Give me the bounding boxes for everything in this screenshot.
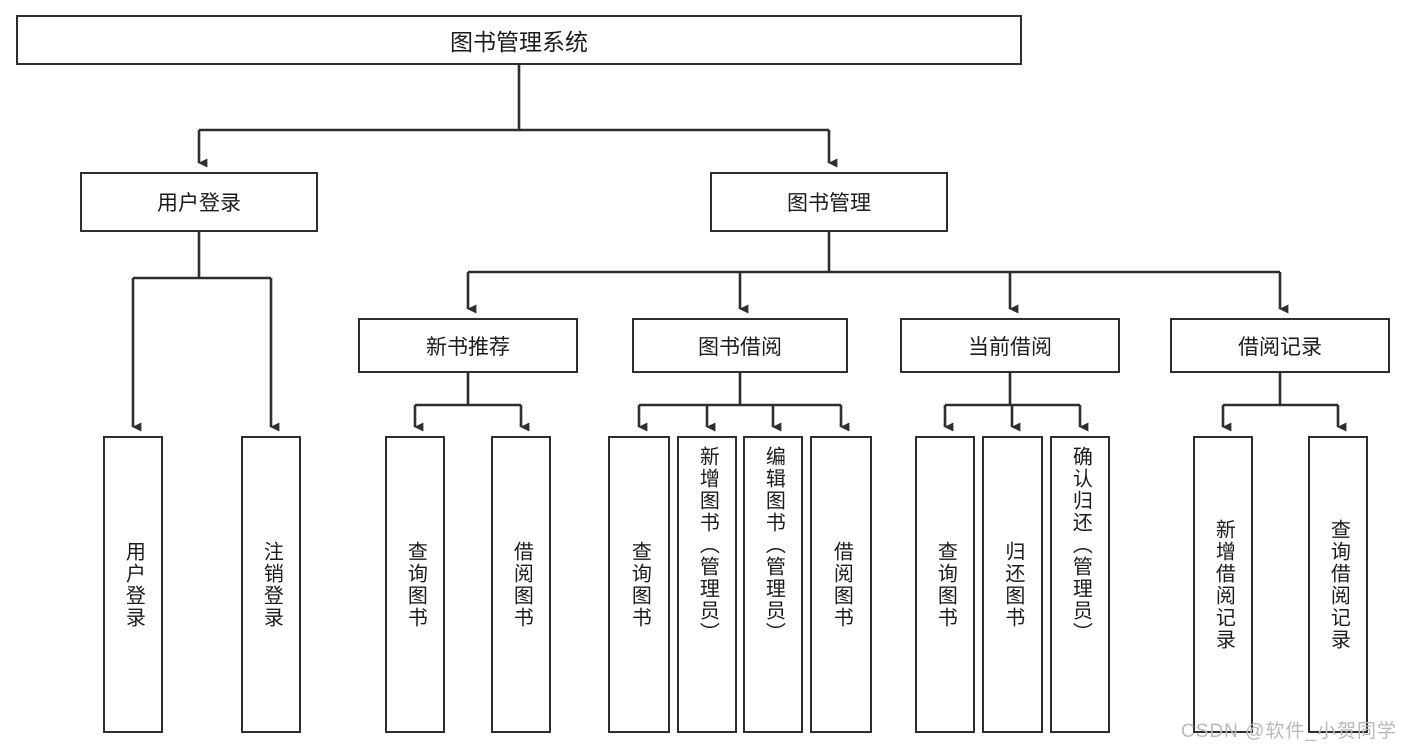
leaf-current-borrow-confirm-return[interactable]: 确认归还（管理员）: [1050, 436, 1110, 733]
node-label: 查询图书: [934, 540, 957, 629]
node-label: 归还图书: [1001, 540, 1024, 629]
node-label: 当前借阅: [968, 335, 1052, 359]
node-label: 图书管理系统: [450, 29, 588, 55]
node-root-system[interactable]: 图书管理系统: [16, 15, 1022, 65]
node-label: 确认归还（管理员）: [1069, 446, 1092, 644]
node-label: 查询图书: [628, 540, 651, 629]
node-label: 查询借阅记录: [1327, 518, 1350, 651]
node-label: 借阅图书: [830, 540, 853, 629]
leaf-borrow-record-add[interactable]: 新增借阅记录: [1193, 436, 1253, 733]
node-label: 注销登录: [260, 540, 283, 629]
node-label: 图书借阅: [698, 335, 782, 359]
node-label: 借阅图书: [510, 540, 533, 629]
node-new-book-recommend[interactable]: 新书推荐: [358, 318, 578, 373]
node-label: 图书管理: [787, 192, 871, 215]
leaf-new-book-query[interactable]: 查询图书: [385, 436, 445, 733]
node-label: 编辑图书（管理员）: [762, 446, 785, 644]
leaf-book-borrow-add[interactable]: 新增图书（管理员）: [677, 436, 737, 733]
node-borrow-record[interactable]: 借阅记录: [1170, 318, 1390, 373]
node-book-borrow[interactable]: 图书借阅: [632, 318, 848, 373]
node-label: 借阅记录: [1238, 335, 1322, 359]
node-label: 查询图书: [404, 540, 427, 629]
leaf-current-borrow-query[interactable]: 查询图书: [915, 436, 975, 733]
leaf-current-borrow-return[interactable]: 归还图书: [982, 436, 1043, 733]
leaf-book-borrow-query[interactable]: 查询图书: [608, 436, 670, 733]
watermark: CSDN @软件_小贺同学: [1181, 721, 1397, 742]
node-user-login[interactable]: 用户登录: [80, 172, 318, 232]
node-label: 新增图书（管理员）: [696, 446, 719, 644]
leaf-user-login-logout[interactable]: 注销登录: [241, 436, 301, 733]
leaf-book-borrow-borrow[interactable]: 借阅图书: [810, 436, 872, 733]
leaf-borrow-record-query[interactable]: 查询借阅记录: [1308, 436, 1368, 733]
leaf-new-book-borrow[interactable]: 借阅图书: [491, 436, 551, 733]
node-book-management[interactable]: 图书管理: [710, 172, 948, 232]
node-current-borrow[interactable]: 当前借阅: [900, 318, 1120, 373]
node-label: 新书推荐: [426, 335, 510, 359]
node-label: 用户登录: [122, 540, 145, 629]
node-label: 用户登录: [157, 192, 241, 215]
leaf-book-borrow-edit[interactable]: 编辑图书（管理员）: [743, 436, 803, 733]
node-label: 新增借阅记录: [1212, 518, 1235, 651]
leaf-user-login-login[interactable]: 用户登录: [103, 436, 163, 733]
